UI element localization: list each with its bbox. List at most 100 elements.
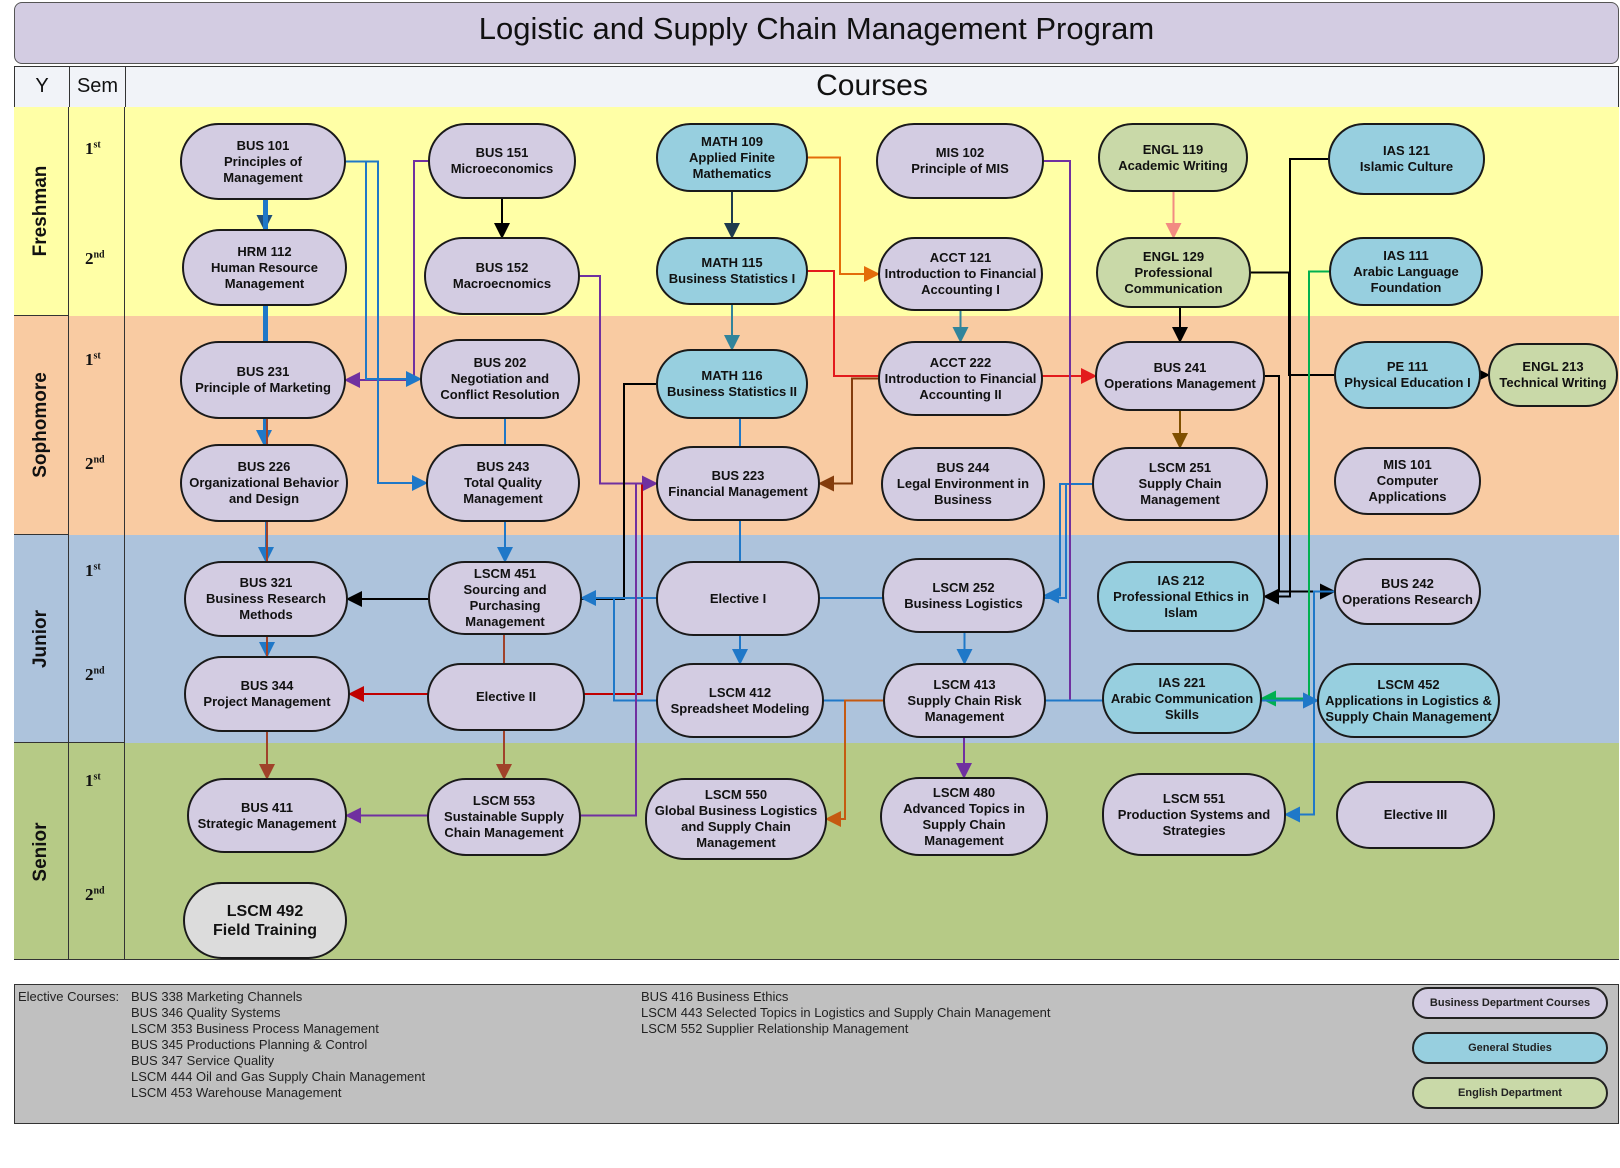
prereq-arrow-acct222-bus223 (818, 377, 878, 492)
prereq-arrow-bus151-bus231 (344, 160, 428, 388)
course-name: Organizational Behavior and Design (189, 475, 339, 506)
elective-item: BUS 345 Productions Planning & Control (131, 1037, 368, 1052)
legend-english: English Department (1412, 1077, 1608, 1109)
sem-second: 2nd (85, 885, 105, 905)
course-elective2[interactable]: Elective II (427, 663, 585, 731)
course-code: LSCM 553 (472, 793, 536, 808)
sem-sup: nd (93, 885, 105, 897)
course-name: Introduction to Financial Accounting II (884, 370, 1037, 402)
title-bar: Logistic and Supply Chain Management Pro… (14, 2, 1619, 64)
legend-business: Business Department Courses (1412, 987, 1608, 1019)
course-name: Arabic Language Foundation (1353, 263, 1459, 295)
course-name: Professional Ethics in Islam (1113, 588, 1249, 620)
course-elective3[interactable]: Elective III (1336, 781, 1495, 849)
course-name: Sourcing and Purchasing Management (463, 582, 547, 629)
course-name: Global Business Logistics and Supply Cha… (654, 803, 818, 850)
elective-item: BUS 346 Quality Systems (131, 1005, 281, 1020)
sem-sup: st (93, 350, 101, 362)
course-name: Field Training (212, 921, 317, 939)
course-name: Operations Research (1342, 591, 1473, 607)
prereq-arrow-ias111-ias221 (1260, 270, 1329, 707)
sem-first: 1st (85, 350, 101, 370)
header-sem-label: Sem (76, 75, 119, 97)
course-code: MIS 102 (935, 145, 985, 160)
course-elective1[interactable]: Elective I (656, 561, 820, 636)
course-name: Legal Environment in Business (896, 476, 1030, 507)
sem-sup: st (93, 139, 101, 151)
prereq-arrow-math109-acct121 (808, 156, 880, 282)
course-name: Professional Communication (1124, 264, 1223, 296)
sem-cell: 1st 2nd (69, 107, 125, 316)
sem-num: 1 (85, 771, 94, 790)
sem-second: 2nd (85, 454, 105, 474)
sem-num: 2 (85, 249, 94, 268)
course-code: BUS 241 (1153, 360, 1207, 375)
sem-first: 1st (85, 771, 101, 791)
course-code: PE 111 (1386, 359, 1429, 374)
prereq-arrow-bus242-lscm551 (1284, 590, 1334, 823)
prereq-arrow-bus241-bus242 (1265, 375, 1336, 600)
sem-sup: nd (93, 249, 105, 261)
elective-item: BUS 416 Business Ethics (641, 989, 789, 1004)
course-code: BUS 202 (473, 355, 527, 370)
course-name: Business Logistics (904, 595, 1023, 611)
course-name: Production Systems and Strategies (1117, 806, 1271, 838)
course-name: Macroecnomics (452, 276, 552, 291)
sem-cell: 1st 2nd (69, 535, 125, 743)
course-code: LSCM 480 (932, 784, 996, 800)
sem-cell: 1st 2nd (69, 743, 125, 960)
course-name: Academic Writing (1118, 157, 1228, 173)
course-name: Business Research Methods (206, 591, 326, 622)
course-name: Computer Applications (1368, 473, 1447, 504)
year-cell: Junior (14, 535, 69, 743)
sem-num: 1 (85, 139, 94, 158)
course-name: Applications in Logistics & Supply Chain… (1325, 692, 1492, 724)
prereq-arrow-bus101-bus202 (346, 160, 422, 387)
elective-item: LSCM 353 Business Process Management (131, 1021, 379, 1036)
course-code: MIS 101 (1383, 457, 1432, 472)
header-sem: Sem (69, 66, 126, 108)
course-name: Total Quality Management (463, 475, 543, 506)
